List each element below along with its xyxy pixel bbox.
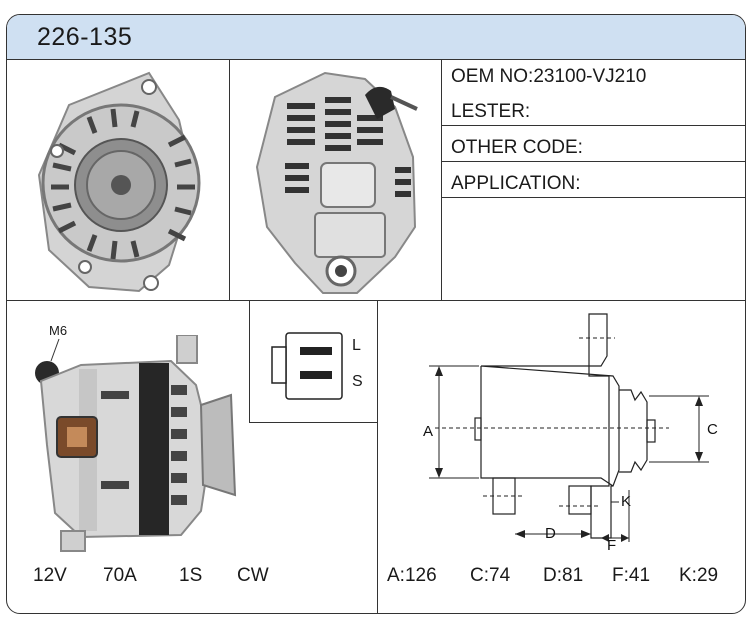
application-row: APPLICATION: bbox=[451, 173, 581, 195]
spec-rotation: CW bbox=[237, 565, 269, 586]
header-bar: 226-135 bbox=[7, 15, 745, 60]
part-number: 226-135 bbox=[37, 23, 133, 51]
dimension-drawing: A C D F K bbox=[423, 313, 718, 550]
terminal-l-pin bbox=[300, 347, 332, 355]
divider bbox=[441, 161, 745, 162]
dim-label-d: D bbox=[545, 525, 556, 542]
alternator-side-photo bbox=[35, 335, 237, 552]
other-code-row: OTHER CODE: bbox=[451, 137, 583, 159]
divider bbox=[7, 300, 745, 301]
divider bbox=[249, 300, 250, 422]
oem-no-row: OEM NO:23100-VJ210 bbox=[451, 66, 646, 88]
spec-pulley: 1S bbox=[179, 565, 203, 586]
terminal-l-label: L bbox=[352, 337, 361, 354]
divider bbox=[249, 422, 377, 423]
spec-dim-a: A:126 bbox=[387, 565, 437, 586]
spec-dim-k: K:29 bbox=[679, 565, 719, 586]
spec-voltage: 12V bbox=[33, 565, 67, 586]
dim-label-a: A bbox=[423, 423, 433, 440]
terminal-s-pin bbox=[300, 371, 332, 379]
spec-amperage: 70A bbox=[103, 565, 137, 586]
terminal-s-label: S bbox=[352, 373, 363, 390]
application-label: APPLICATION: bbox=[451, 173, 581, 194]
plug-latch bbox=[271, 346, 287, 384]
spec-sheet: 226-135 OEM NO:23100-VJ210 LESTER: OTHER… bbox=[6, 14, 746, 614]
spec-dim-c: C:74 bbox=[470, 565, 511, 586]
dim-label-f: F bbox=[607, 537, 616, 550]
connector-diagram bbox=[271, 332, 343, 400]
m6-label: M6 bbox=[49, 323, 68, 338]
alternator-front-photo bbox=[37, 71, 201, 293]
divider bbox=[229, 59, 230, 300]
divider bbox=[441, 59, 442, 300]
dim-label-c: C bbox=[707, 421, 718, 438]
plug-outline bbox=[285, 332, 343, 400]
divider bbox=[441, 125, 745, 126]
spec-dim-d: D:81 bbox=[543, 565, 584, 586]
divider bbox=[441, 197, 745, 198]
spec-dim-f: F:41 bbox=[612, 565, 651, 586]
lester-row: LESTER: bbox=[451, 101, 530, 123]
alternator-rear-photo bbox=[255, 71, 418, 294]
lester-label: LESTER: bbox=[451, 101, 531, 122]
dim-label-k: K bbox=[621, 493, 631, 510]
divider bbox=[377, 300, 378, 613]
other-code-label: OTHER CODE: bbox=[451, 137, 583, 158]
oem-no-label: OEM NO: bbox=[451, 66, 534, 87]
oem-no-value: 23100-VJ210 bbox=[533, 66, 647, 87]
